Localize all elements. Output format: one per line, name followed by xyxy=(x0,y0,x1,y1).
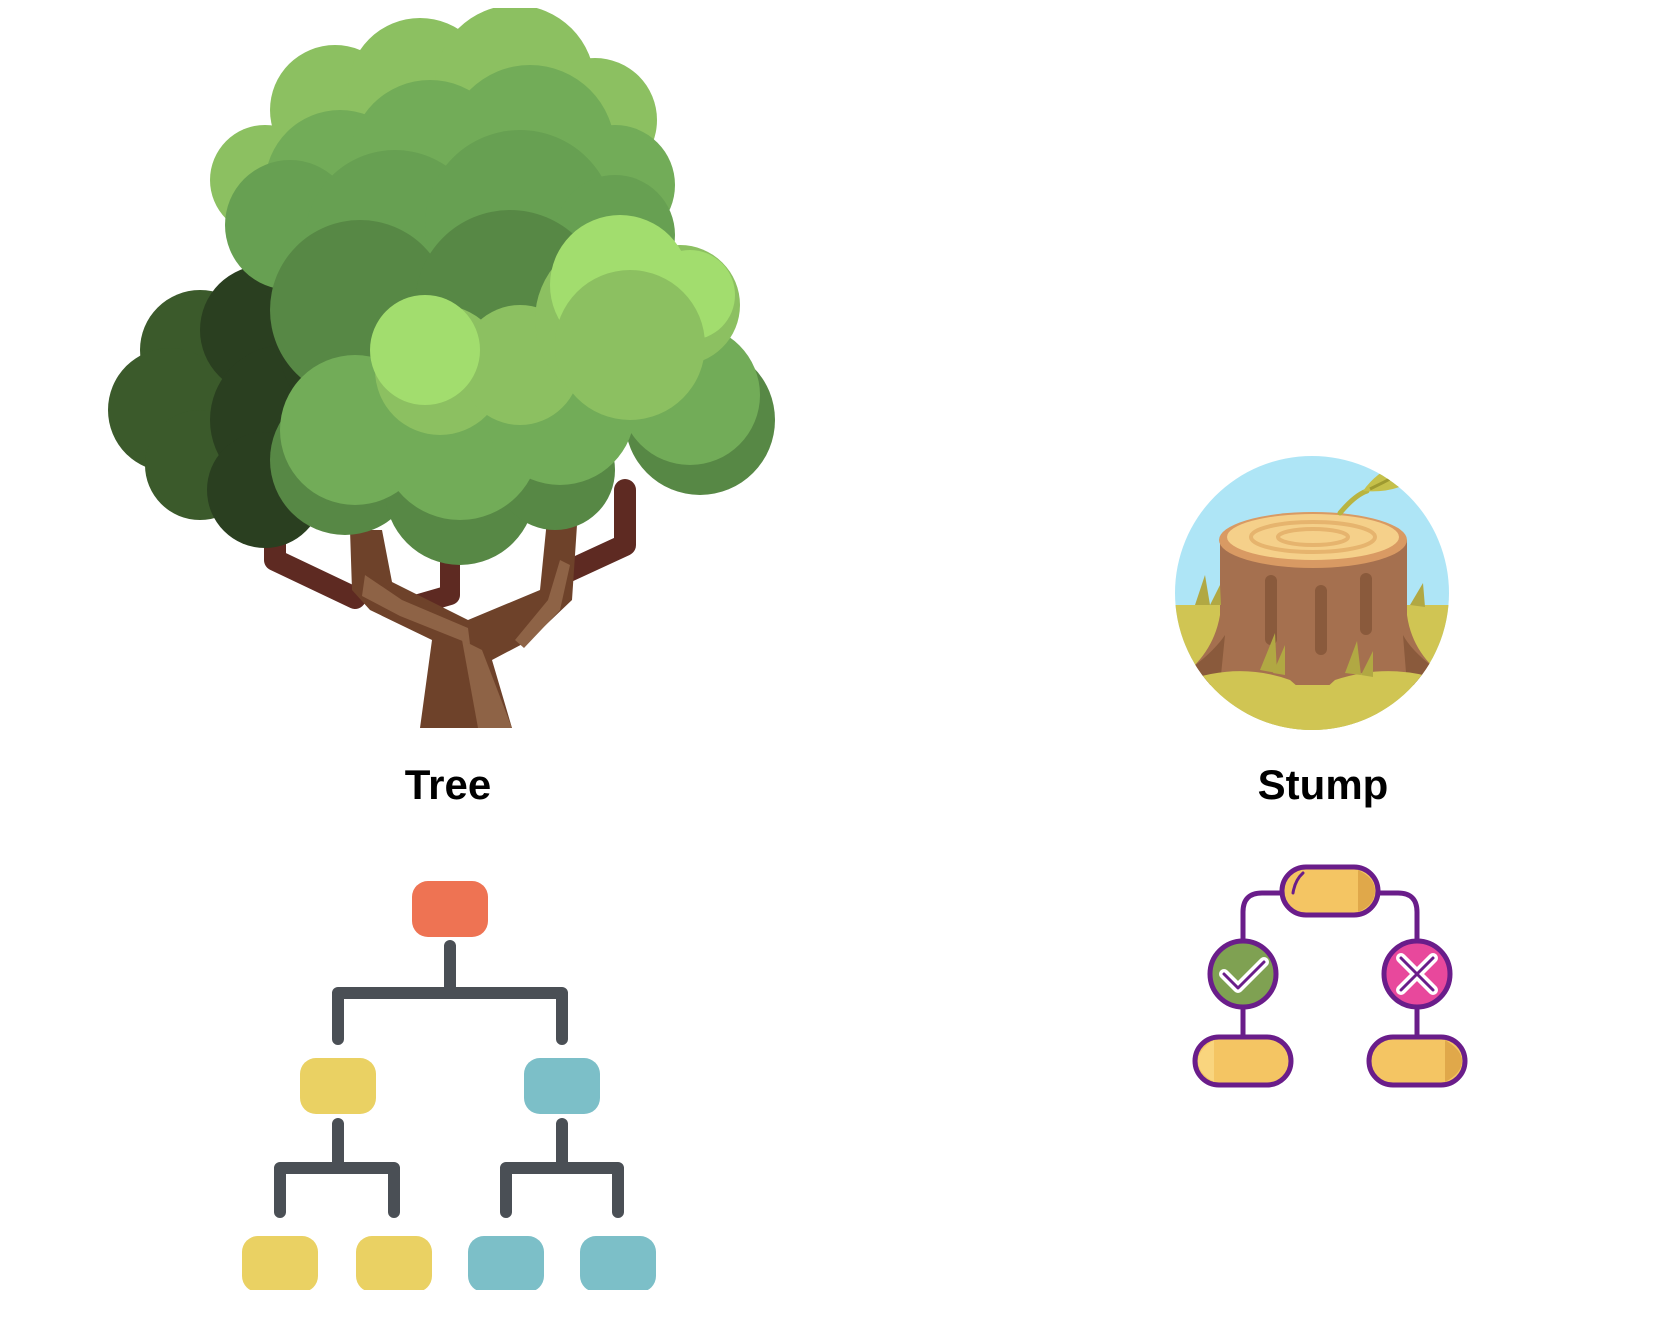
stump-label: Stump xyxy=(1257,761,1389,808)
tree-label: Tree xyxy=(404,761,492,808)
leaf-node xyxy=(468,1236,544,1290)
tree-stump-icon xyxy=(1175,456,1449,730)
check-icon xyxy=(1207,938,1279,1010)
leaf-node xyxy=(242,1236,318,1290)
tree-icon xyxy=(108,8,775,728)
right-child-node xyxy=(524,1058,600,1114)
decision-stump-diagram-icon xyxy=(1192,864,1468,1088)
hierarchy-tree-diagram-icon xyxy=(242,881,656,1290)
leaf-node xyxy=(580,1236,656,1290)
leaf-node xyxy=(356,1236,432,1290)
cross-icon xyxy=(1381,938,1453,1010)
left-child-node xyxy=(300,1058,376,1114)
root-node xyxy=(412,881,488,937)
